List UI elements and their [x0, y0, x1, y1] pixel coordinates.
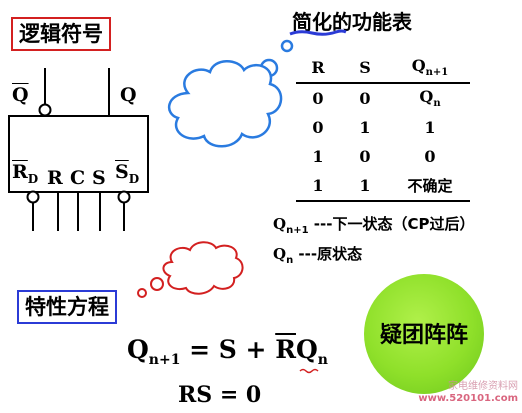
doubt-circle-text: 疑团阵阵 — [379, 323, 468, 348]
characteristic-equation-label: 特性方程 — [17, 290, 117, 324]
table-title: 简化的功能表 — [292, 10, 412, 34]
doubt-circle — [364, 274, 484, 394]
legend-next-state: Qn+1 ---下一状态（CP过后） — [273, 215, 475, 236]
pin-q: Q — [120, 84, 137, 106]
pin-rd: RD — [12, 161, 39, 186]
logic-symbol-text: 逻辑符号 — [19, 22, 103, 46]
thought-bubble-mini — [150, 277, 164, 291]
pin-sd: SD — [115, 161, 140, 186]
header-qn1: Qn+1 — [390, 52, 470, 84]
characteristic-equation: Qn+1 = S + RQn — [127, 335, 328, 368]
truth-table-header: R S Qn+1 — [296, 52, 470, 84]
q-bar-bubble — [38, 103, 52, 117]
characteristic-equation-text: 特性方程 — [25, 295, 109, 319]
truth-table: R S Qn+1 0 0 Qn 0 1 1 1 0 0 1 1 不确定 — [296, 52, 470, 200]
thought-cloud-large — [167, 60, 283, 148]
cell-qn: Qn — [419, 87, 441, 110]
pin-r: R — [47, 167, 63, 189]
constraint-equation: RS = 0 — [178, 382, 262, 408]
pin-q-bar: Q — [12, 84, 29, 106]
table-row: 1 0 0 — [312, 147, 436, 166]
header-r: R — [296, 52, 340, 84]
pin-c: C — [70, 167, 86, 189]
flip-flop-body — [8, 115, 149, 193]
rd-bubble — [26, 190, 40, 204]
header-s: S — [340, 52, 390, 84]
logic-symbol-label: 逻辑符号 — [11, 17, 111, 51]
thought-bubble-small — [280, 39, 294, 53]
table-row: 0 1 1 — [312, 118, 436, 137]
pin-s: S — [92, 167, 106, 189]
legend-current-state: Qn ---原状态 — [273, 245, 363, 266]
thought-bubble-tiny — [137, 288, 147, 298]
watermark: 家电维修资料网 www.520101.com — [418, 381, 518, 404]
table-row: 1 1 不确定 — [312, 176, 453, 195]
sd-bubble — [117, 190, 131, 204]
thought-cloud-small — [162, 241, 244, 295]
table-row: 0 0 Qn — [296, 83, 470, 113]
